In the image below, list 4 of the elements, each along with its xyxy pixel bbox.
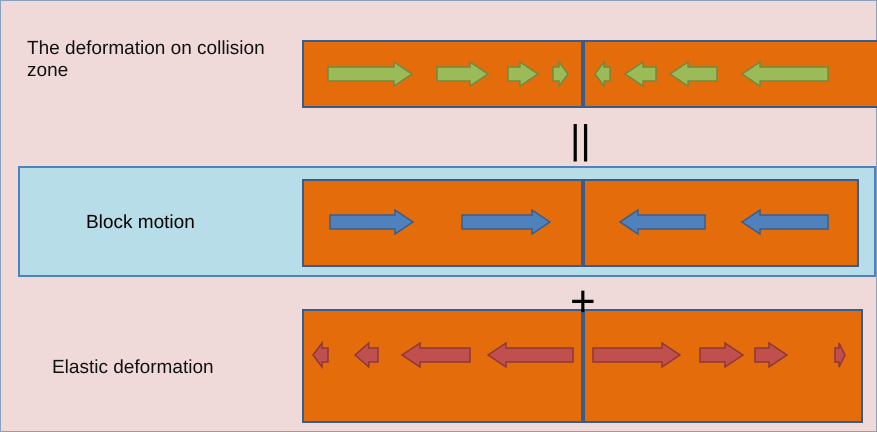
equals-sign: || [570,118,591,162]
row-label: The deformation on collision zone [27,38,266,82]
row-label: Elastic deformation [52,357,215,379]
row-label: Block motion [86,212,195,234]
